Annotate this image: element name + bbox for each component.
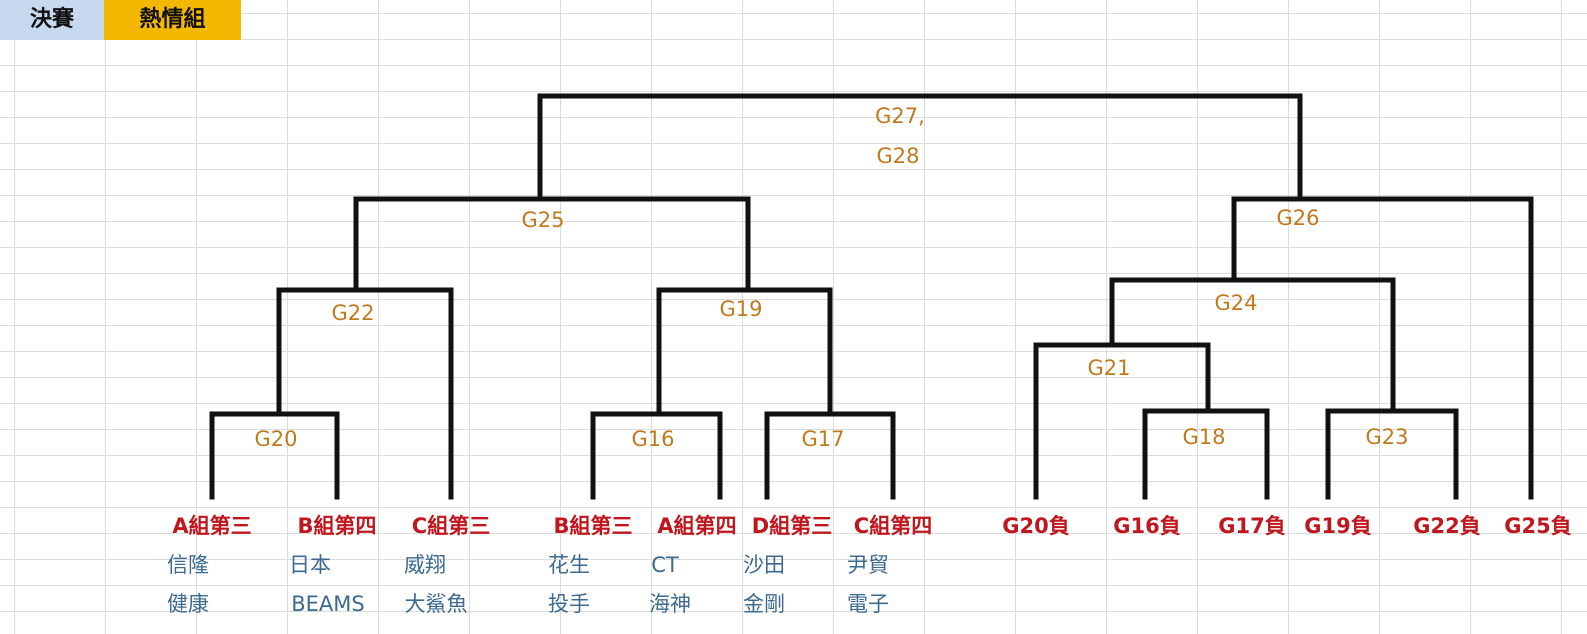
bracket-line <box>656 287 833 417</box>
slot-label: A組第四 <box>657 514 736 538</box>
game-label-g25: G25 <box>522 208 565 232</box>
tab-group[interactable]: 熱情組 <box>104 0 241 40</box>
slot-label: C組第三 <box>412 514 490 538</box>
game-label-g17: G17 <box>802 427 845 451</box>
bracket-line <box>1325 408 1459 500</box>
team-name: 沙田 <box>743 553 785 577</box>
team-name: 尹貿 <box>847 553 889 577</box>
game-label-g16: G16 <box>632 427 675 451</box>
slot-label: B組第三 <box>553 514 632 538</box>
slot-label: C組第四 <box>854 514 932 538</box>
bracket-line <box>590 411 723 500</box>
slot-label: G20負 <box>1002 514 1069 538</box>
team-name: 威翔 <box>404 553 446 577</box>
team-name: 海神 <box>649 592 691 616</box>
game-label-g20: G20 <box>255 427 298 451</box>
team-name: 花生 <box>548 553 590 577</box>
bracket-line <box>276 287 454 500</box>
bracket-lines <box>209 93 1534 500</box>
team-name: 信隆 <box>167 553 209 577</box>
game-label-g26: G26 <box>1277 206 1320 230</box>
game-label-g19: G19 <box>720 297 763 321</box>
team-name: BEAMS <box>291 592 365 616</box>
slot-labels: A組第三 B組第四 C組第三 B組第三 A組第四 D組第三 C組第四 G20負 … <box>172 514 1571 538</box>
bracket-line <box>1033 342 1211 500</box>
team-name: 健康 <box>167 592 209 616</box>
game-label-g27: G27, <box>875 104 925 128</box>
slot-label: G16負 <box>1113 514 1180 538</box>
bracket-line <box>537 93 1303 199</box>
slot-label: B組第四 <box>297 514 376 538</box>
bracket-line <box>1231 196 1534 500</box>
game-label-g22: G22 <box>332 301 375 325</box>
bracket-line <box>353 196 751 292</box>
slot-label: D組第三 <box>752 514 832 538</box>
slot-label: G22負 <box>1413 514 1480 538</box>
bracket-line <box>209 411 340 500</box>
team-name: 日本 <box>289 553 331 577</box>
tab-final[interactable]: 決賽 <box>0 0 104 40</box>
bracket-line <box>1109 277 1396 414</box>
sheet-tabs: 決賽 熱情組 <box>0 0 241 40</box>
game-label-g21: G21 <box>1088 356 1131 380</box>
game-label-g28: G28 <box>877 144 920 168</box>
team-name: 大鯊魚 <box>405 592 468 616</box>
bracket-line <box>1142 408 1270 500</box>
team-name: CT <box>651 553 679 577</box>
bracket-line <box>764 411 896 500</box>
game-label-g24: G24 <box>1215 291 1258 315</box>
slot-label: A組第三 <box>172 514 251 538</box>
slot-label: G17負 <box>1218 514 1285 538</box>
game-labels: G27, G28 G25 G26 G22 G19 G24 G21 G20 G16… <box>255 104 1409 451</box>
game-label-g23: G23 <box>1366 425 1409 449</box>
slot-label: G19負 <box>1304 514 1371 538</box>
team-names: 信隆 健康 日本 BEAMS 威翔 大鯊魚 花生 投手 CT 海神 沙田 金剛 … <box>167 553 889 616</box>
game-label-g18: G18 <box>1183 425 1226 449</box>
team-name: 投手 <box>548 592 590 616</box>
team-name: 金剛 <box>743 592 785 616</box>
slot-label: G25負 <box>1504 514 1571 538</box>
team-name: 電子 <box>847 592 889 616</box>
